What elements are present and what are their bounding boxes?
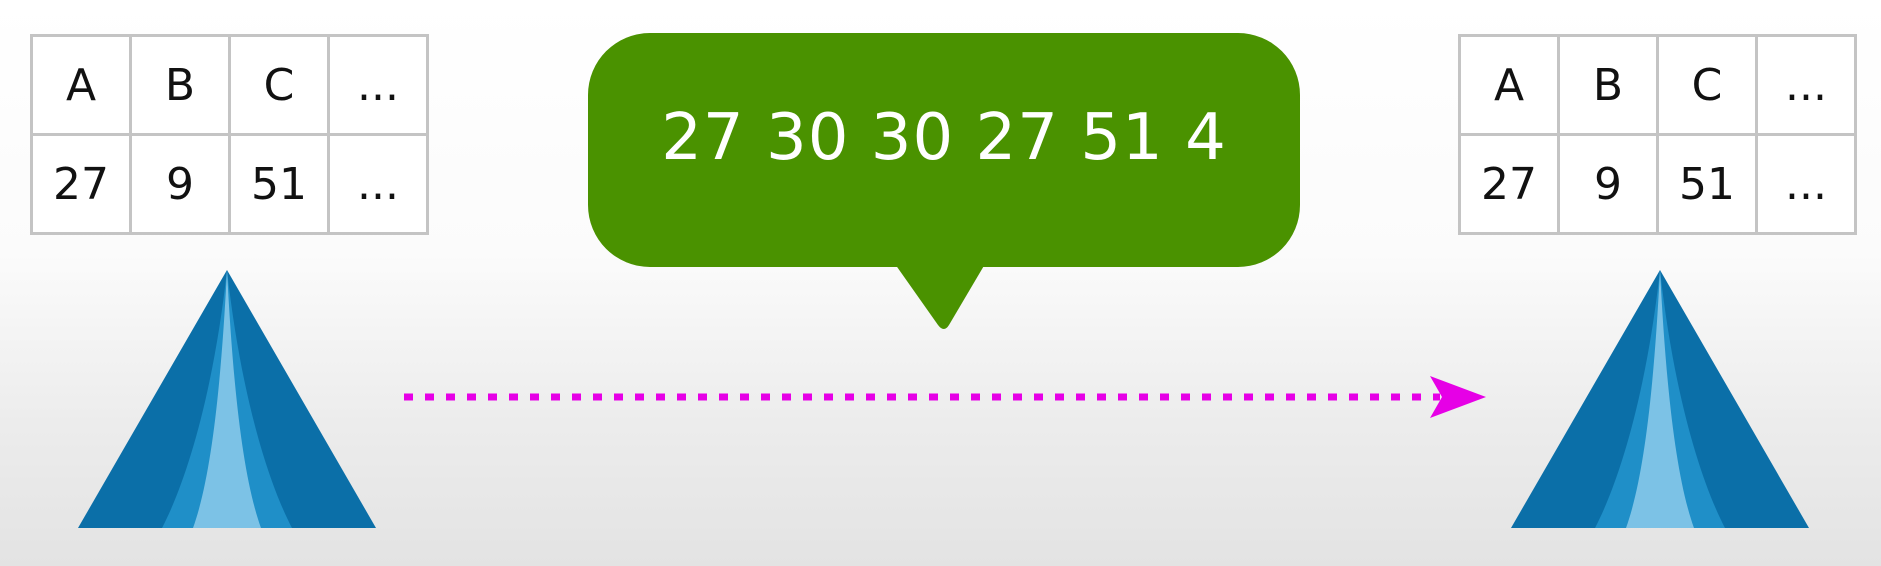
table-cell: B <box>129 34 231 136</box>
table-cell: ... <box>327 133 429 235</box>
table-cell: ... <box>1755 34 1857 136</box>
table-value-row: 27 9 51 ... <box>1458 133 1857 235</box>
table-cell: C <box>228 34 330 136</box>
table-header-row: A B C ... <box>30 34 429 136</box>
table-cell: C <box>1656 34 1758 136</box>
table-cell: 27 <box>1458 133 1560 235</box>
table-cell: A <box>30 34 132 136</box>
table-cell: 51 <box>1656 133 1758 235</box>
table-cell: 9 <box>1557 133 1659 235</box>
message-bubble: 27 30 30 27 51 4 <box>588 33 1300 267</box>
table-cell: A <box>1458 34 1560 136</box>
table-cell: 27 <box>30 133 132 235</box>
table-cell: ... <box>327 34 429 136</box>
table-cell: 9 <box>129 133 231 235</box>
receiver-symbol-table: A B C ... 27 9 51 ... <box>1458 34 1857 235</box>
speech-bubble-tail-icon <box>895 264 985 329</box>
sender-tree-node-icon <box>78 270 376 528</box>
sender-symbol-table: A B C ... 27 9 51 ... <box>30 34 429 235</box>
table-cell: 51 <box>228 133 330 235</box>
table-header-row: A B C ... <box>1458 34 1857 136</box>
transmission-arrow-icon <box>404 376 1486 418</box>
message-text: 27 30 30 27 51 4 <box>661 101 1227 175</box>
receiver-tree-node-icon <box>1511 270 1809 528</box>
table-value-row: 27 9 51 ... <box>30 133 429 235</box>
table-cell: B <box>1557 34 1659 136</box>
table-cell: ... <box>1755 133 1857 235</box>
